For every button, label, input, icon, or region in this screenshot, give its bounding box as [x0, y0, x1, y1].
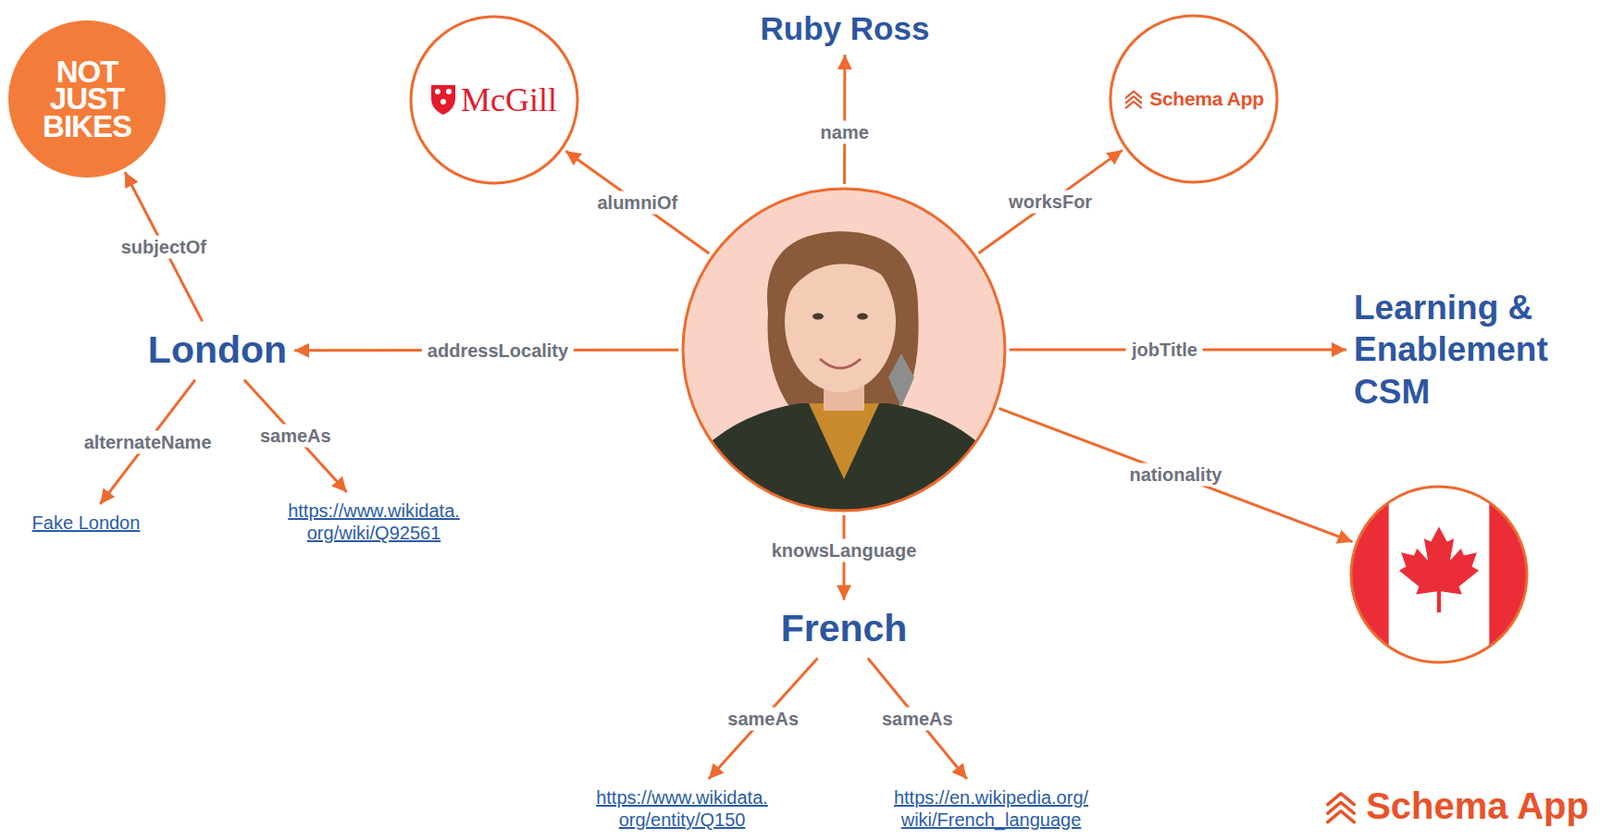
- property-label: jobTitle: [1126, 338, 1204, 362]
- person-illustration: [677, 231, 1011, 517]
- circle-outline: [1351, 486, 1527, 663]
- uri-link: https://www.wikidata. org/wiki/Q92561: [272, 499, 476, 545]
- circle-shape: [681, 186, 1007, 513]
- property-label: subjectOf: [115, 235, 212, 259]
- hair-top: [776, 236, 909, 315]
- relation-arrow: [708, 658, 819, 780]
- brand-name: Schema App: [1365, 785, 1589, 828]
- alias-link: Fake London: [32, 511, 141, 534]
- property-label: alternateName: [78, 430, 218, 454]
- shield-shape: [431, 85, 456, 115]
- smile: [819, 359, 861, 369]
- uri-link: https://en.wikipedia.org/ wiki/French_la…: [875, 786, 1107, 832]
- link-text: https://www.wikidata. org/entity/Q150: [580, 786, 784, 832]
- uri-link: https://www.wikidata. org/entity/Q150: [580, 786, 784, 832]
- relation-arrow: [998, 408, 1352, 542]
- entity-text: London: [148, 328, 287, 373]
- property-label: nationality: [1123, 463, 1228, 487]
- brand-watermark: Schema App: [1323, 785, 1589, 828]
- circle-outline: [1110, 15, 1278, 183]
- property-label: alumniOf: [591, 190, 683, 214]
- logo-text: Schema App: [1149, 87, 1264, 111]
- person-photo: [681, 186, 1007, 513]
- shirt: [808, 403, 880, 480]
- chevron-stroke: [1327, 810, 1355, 822]
- filled-circle: [8, 20, 166, 178]
- property-label: knowsLanguage: [766, 539, 923, 563]
- earring: [888, 353, 915, 408]
- city-name: London: [148, 328, 287, 373]
- relation-arrow: [843, 54, 846, 185]
- relation-arrow: [868, 658, 968, 780]
- link-text: Fake London: [32, 511, 141, 534]
- employer-logo: Schema App: [1108, 13, 1279, 185]
- channel-logo: NOT JUST BIKES: [7, 19, 167, 179]
- entity-text: Ruby Ross: [760, 10, 931, 48]
- link-text: https://www.wikidata. org/wiki/Q92561: [272, 499, 476, 545]
- shield-mark: [446, 88, 452, 95]
- circle-outline: [410, 16, 578, 184]
- canada-flag: [1349, 484, 1529, 665]
- university-logo: McGill: [409, 14, 580, 186]
- eye: [856, 313, 869, 321]
- person-name: Ruby Ross: [760, 10, 931, 48]
- language-name: French: [781, 607, 908, 651]
- link-text: https://en.wikipedia.org/ wiki/French_la…: [875, 786, 1107, 832]
- circle-content: [1349, 484, 1529, 665]
- eye: [812, 313, 824, 321]
- circle-content: Schema App: [1108, 13, 1279, 185]
- relation-arrow: [978, 149, 1122, 253]
- shield-icon: [431, 85, 456, 115]
- maple-leaf: [1399, 526, 1479, 613]
- logo-text: McGill: [460, 80, 558, 120]
- property-label: sameAs: [254, 424, 337, 448]
- chevron-stroke: [1126, 101, 1142, 109]
- brand-icon: [1323, 789, 1359, 825]
- circle-content: [681, 186, 1007, 513]
- circle-content: NOT JUST BIKES: [7, 19, 167, 179]
- property-label: sameAs: [721, 706, 805, 731]
- property-label: sameAs: [876, 706, 959, 731]
- flag-circle: [1349, 484, 1529, 665]
- relation-arrow: [565, 150, 709, 254]
- shield-mark: [434, 88, 441, 95]
- job-title: Learning & Enablement CSM: [1353, 286, 1586, 412]
- circle-outline: [682, 188, 1005, 511]
- property-label: name: [815, 121, 875, 145]
- property-label: worksFor: [1003, 190, 1098, 214]
- shield-mark: [440, 99, 447, 105]
- circle-shape: [1349, 484, 1529, 665]
- schema-icon: [1123, 88, 1144, 110]
- entity-text: Learning & Enablement CSM: [1353, 286, 1586, 412]
- entity-text: French: [781, 607, 908, 651]
- logo-text: NOT JUST BIKES: [31, 58, 143, 139]
- property-label: addressLocality: [421, 338, 574, 362]
- relation-arrow: [244, 380, 348, 493]
- circle-content: McGill: [409, 14, 580, 186]
